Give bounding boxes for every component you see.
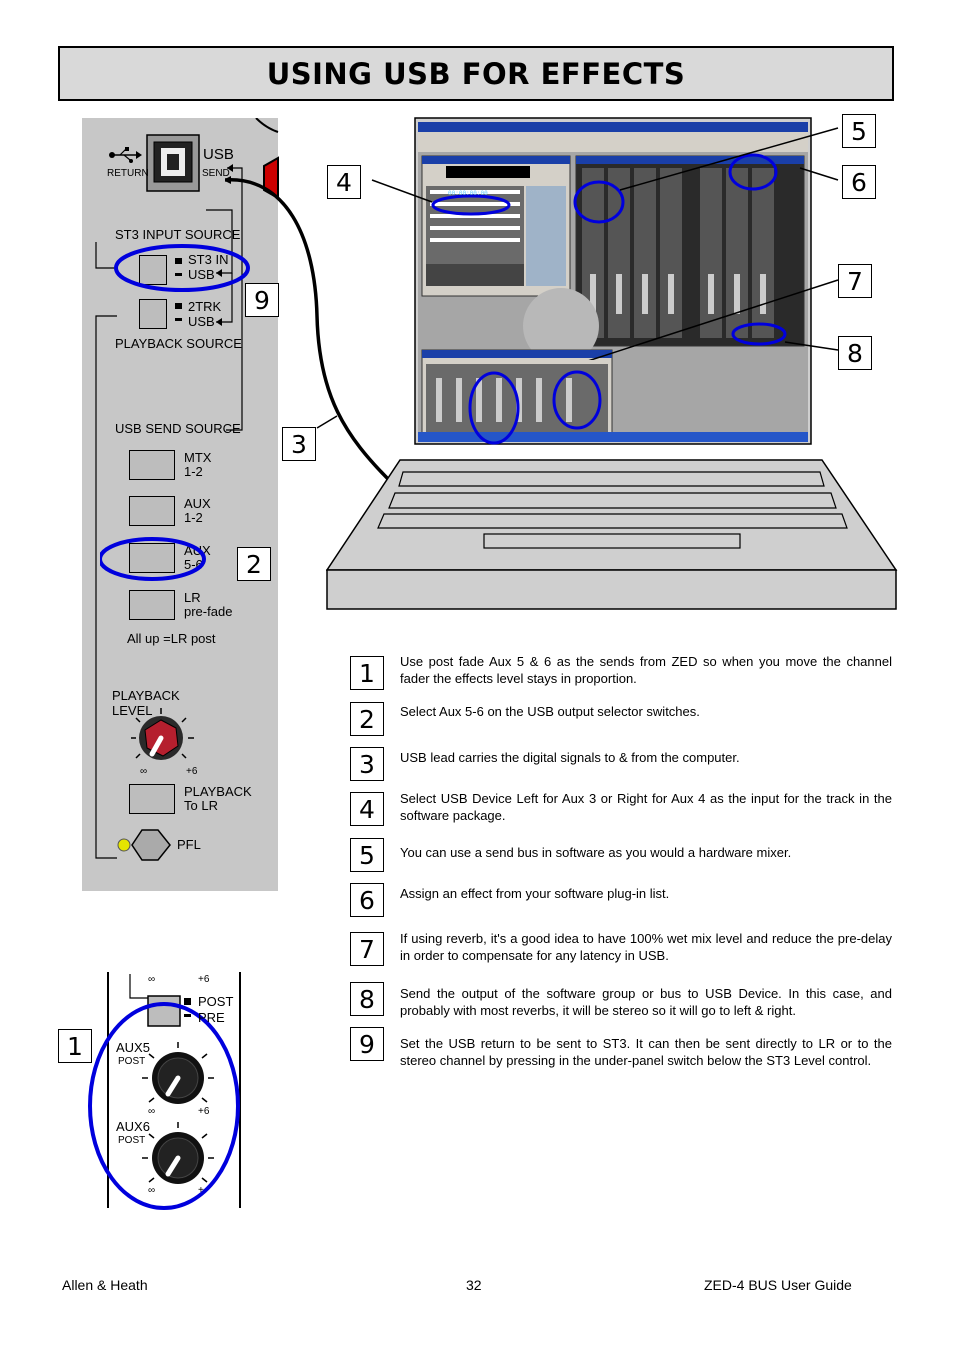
pfl-button[interactable]	[114, 826, 174, 866]
send-lr-label-2: pre-fade	[184, 604, 233, 619]
aux5-label: AUX5	[116, 1040, 150, 1055]
step-3-text: USB lead carries the digital signals to …	[400, 750, 740, 765]
usb-send-source-label: USB SEND SOURCE	[115, 421, 241, 436]
step-1-text: Use post fade Aux 5 & 6 as the sends fro…	[400, 654, 892, 686]
step-9-text: Set the USB return to be sent to ST3. It…	[400, 1036, 892, 1068]
playback-usb-label: USB	[188, 314, 215, 329]
send-lr-switch[interactable]	[129, 590, 175, 620]
playback-level-label-2: LEVEL	[112, 703, 153, 718]
st3-usb-label: USB	[188, 267, 215, 282]
aux-plus6-top: +6	[198, 974, 210, 985]
send-aux12-label-2: 1-2	[184, 510, 203, 525]
pfl-label: PFL	[177, 837, 201, 852]
send-mtx-label-2: 1-2	[184, 464, 203, 479]
return-label: RETURN	[107, 168, 149, 179]
send-label: SEND	[202, 168, 230, 179]
all-up-note: All up =LR post	[127, 631, 216, 646]
playback-level-knob[interactable]	[130, 706, 210, 772]
step-6-number: 6	[350, 883, 384, 917]
aux-pre-label: PRE	[198, 1010, 225, 1025]
aux5-plus6: +6	[198, 1106, 210, 1117]
callout-5: 5	[842, 114, 876, 148]
aux6-post-label: POST	[118, 1135, 146, 1146]
callout-3: 3	[282, 427, 316, 461]
callout-2: 2	[237, 547, 271, 581]
usb-symbol-icon	[109, 147, 142, 163]
callout-1: 1	[58, 1029, 92, 1063]
aux-strip-illustration	[88, 972, 241, 1210]
aux6-inf: ∞	[148, 1185, 156, 1196]
st3-input-source-label: ST3 INPUT SOURCE	[115, 227, 241, 242]
aux-inf-top: ∞	[148, 974, 156, 985]
send-mtx-switch[interactable]	[129, 450, 175, 480]
playback-switch-indicator	[175, 303, 182, 321]
footer-right: ZED-4 BUS User Guide	[704, 1277, 852, 1293]
step-8-number: 8	[350, 982, 384, 1016]
step-5-text: You can use a send bus in software as yo…	[400, 845, 792, 860]
callout-8: 8	[838, 336, 872, 370]
callout-leaders	[371, 127, 839, 360]
usb-label: USB	[203, 146, 234, 163]
step-2-text: Select Aux 5-6 on the USB output selecto…	[400, 704, 700, 719]
send-aux12-switch[interactable]	[129, 496, 175, 526]
usb-cable	[225, 176, 393, 484]
st3-switch-indicator	[175, 258, 182, 276]
aux6-plus: +	[198, 1185, 204, 1196]
playback-knob-max: +6	[186, 766, 198, 777]
step-2-number: 2	[350, 702, 384, 736]
playback-level-label-1: PLAYBACK	[112, 688, 180, 703]
send-aux56-switch[interactable]	[129, 543, 175, 573]
playback-source-label: PLAYBACK SOURCE	[115, 336, 242, 351]
playback-knob-min: ∞	[140, 766, 148, 777]
st3-in-label: ST3 IN	[188, 252, 229, 267]
step-7-text: If using reverb, it's a good idea to hav…	[400, 931, 892, 963]
page-title-box: USING USB FOR EFFECTS	[58, 46, 894, 101]
step-7-number: 7	[350, 932, 384, 966]
st3-input-source-switch[interactable]	[139, 255, 167, 285]
page-title: USING USB FOR EFFECTS	[266, 56, 686, 91]
playback-to-lr-label-2: To LR	[184, 798, 218, 813]
screen-timecode: 00:00:00:00	[448, 190, 488, 197]
step-8-text: Send the output of the software group or…	[400, 986, 892, 1018]
playback-source-switch[interactable]	[139, 299, 167, 329]
step-9-number: 9	[350, 1027, 384, 1061]
send-aux12-label-1: AUX	[184, 496, 211, 511]
callout-4: 4	[327, 165, 361, 199]
highlight-ellipses	[100, 244, 250, 581]
trk2-label: 2TRK	[188, 299, 222, 314]
step-6-text: Assign an effect from your software plug…	[400, 886, 670, 901]
playback-to-lr-switch[interactable]	[129, 784, 175, 814]
usb-connector-icon	[146, 134, 200, 192]
aux6-label: AUX6	[116, 1119, 150, 1134]
step-3-number: 3	[350, 747, 384, 781]
aux-post-label: POST	[198, 994, 234, 1009]
callout-6: 6	[842, 165, 876, 199]
step-4-number: 4	[350, 792, 384, 826]
send-mtx-label-1: MTX	[184, 450, 212, 465]
playback-to-lr-label-1: PLAYBACK	[184, 784, 252, 799]
footer-page-number: 32	[466, 1277, 482, 1293]
step-1-number: 1	[350, 656, 384, 690]
step-4-text: Select USB Device Left for Aux 3 or Righ…	[400, 791, 892, 823]
send-lr-label-1: LR	[184, 590, 201, 605]
callout-7: 7	[838, 264, 872, 298]
laptop-illustration	[326, 117, 898, 610]
callout-9: 9	[245, 283, 279, 317]
aux5-post-label: POST	[118, 1056, 146, 1067]
footer-left: Allen & Heath	[62, 1277, 148, 1293]
step-5-number: 5	[350, 838, 384, 872]
aux5-inf: ∞	[148, 1106, 156, 1117]
routing-lines	[95, 164, 243, 859]
